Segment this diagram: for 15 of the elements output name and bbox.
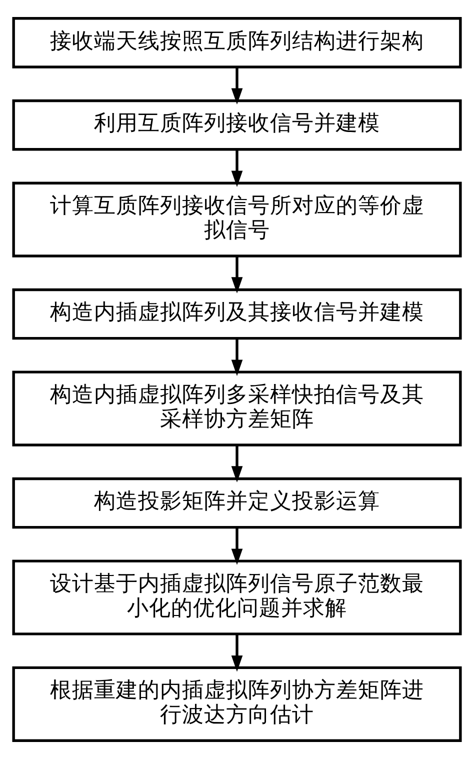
arrow [231, 527, 243, 564]
arrow [231, 444, 243, 482]
arrow [231, 149, 243, 186]
arrow [231, 66, 243, 104]
node-box: 构造内插虚拟阵列及其接收信号并建模 [12, 288, 462, 340]
node-box: 利用互质阵列接收信号并建模 [12, 98, 462, 150]
node-box: 接收端天线按照互质阵列结构进行架构 [12, 16, 462, 68]
node-box: 构造投影矩阵并定义投影运算 [12, 476, 462, 528]
arrow [231, 338, 243, 376]
arrow [231, 634, 243, 672]
node-box: 根据重建的内插虚拟阵列协方差矩阵进行波达方向估计 [12, 666, 462, 742]
arrow [231, 256, 243, 293]
node-box: 构造内插虚拟阵列多采样快拍信号及其采样协方差矩阵 [12, 370, 462, 446]
node-box: 计算互质阵列接收信号所对应的等价虚拟信号 [12, 181, 462, 257]
node-box: 设计基于内插虚拟阵列信号原子范数最小化的优化问题并求解 [12, 559, 462, 635]
